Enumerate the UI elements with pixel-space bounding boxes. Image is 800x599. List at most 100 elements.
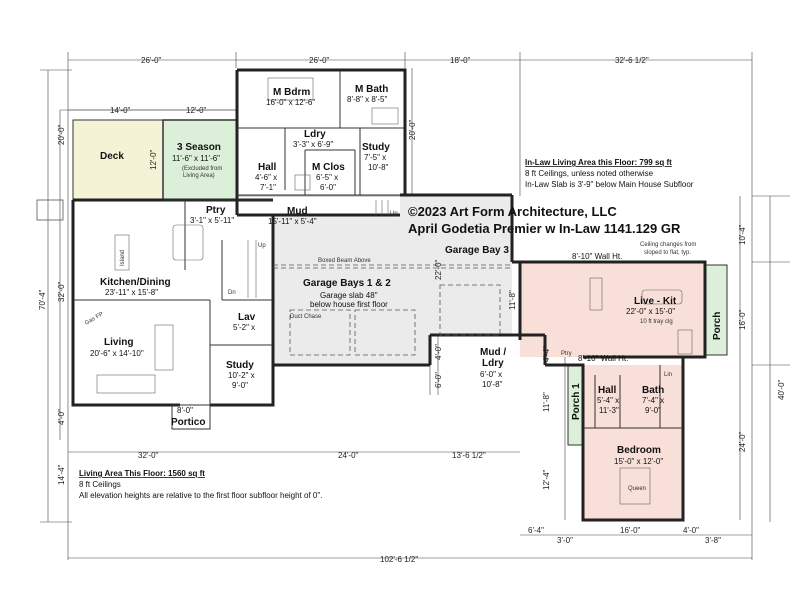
ptry-size: 3'-1" x 5'-11" <box>190 216 234 225</box>
dim-mid-22: 22'-0" <box>434 259 443 280</box>
dim-top-26b: 26'-0" <box>309 56 330 65</box>
study-upper-size2: 10'-8" <box>368 163 389 172</box>
dim-left-70-4: 70'-4" <box>38 289 47 310</box>
ldry-size: 3'-3" x 6'-9" <box>293 140 333 149</box>
dim-bot-4: 4'-0" <box>683 526 699 535</box>
three-season-note1: (Excluded from <box>182 166 222 172</box>
live-kit-note: 10 ft tray clg <box>640 319 673 325</box>
dim-mid-20: 20'-0" <box>408 119 417 140</box>
inlaw-notes-heading: In-Law Living Area this Floor: 799 sq ft <box>525 158 672 167</box>
dim-left-32: 32'-0" <box>57 281 66 302</box>
dim-bot-6-4: 6'-4" <box>528 526 544 535</box>
study-lower-size1: 10'-2" x <box>228 371 255 380</box>
furniture <box>96 77 693 505</box>
mud-ldry-label2: Ldry <box>482 358 504 369</box>
dim-top-12: 12'-0" <box>186 106 207 115</box>
duct-chase-label: Duct Chase <box>290 314 322 320</box>
m-bdrm-size: 16'-0" x 12'-6" <box>266 98 315 107</box>
dim-mid-4a: 4'-0" <box>434 344 443 360</box>
inlaw-live-area <box>520 262 705 357</box>
hall-main-label: Hall <box>258 162 277 173</box>
dimension-labels: 26'-0" 26'-0" 18'-0" 32'-6 1/2" 14'-0" 1… <box>38 56 786 564</box>
living-label: Living <box>104 337 133 348</box>
portico-label: Portico <box>171 417 205 428</box>
lav-label: Lav <box>238 312 256 323</box>
kitchen-label: Kitchen/Dining <box>100 277 171 288</box>
gas-fp-label: Gas FP <box>84 311 105 326</box>
porch-right-area <box>704 264 728 356</box>
dim-right-40: 40'-0" <box>777 379 786 400</box>
ceiling-change-label-1: Ceiling changes from <box>640 242 696 248</box>
three-season-size: 11'-6" x 11'-6" <box>172 154 220 163</box>
deck-steps <box>36 199 64 221</box>
dimension-lines <box>40 52 790 560</box>
ptry-small-label: Ptry <box>561 351 572 357</box>
dim-top-18: 18'-0" <box>450 56 471 65</box>
m-bath-label: M Bath <box>355 84 388 95</box>
ldry-label: Ldry <box>304 129 326 140</box>
live-kit-label: Live - Kit <box>634 296 677 307</box>
m-clos-label: M Clos <box>312 162 345 173</box>
study-upper-label: Study <box>362 142 390 153</box>
walls <box>71 68 707 522</box>
dim-bot-24: 24'-0" <box>338 451 359 460</box>
three-season-label: 3 Season <box>177 142 221 153</box>
dim-bot-3a: 3'-0" <box>557 536 573 545</box>
mud-ldry-size2: 10'-8" <box>482 380 503 389</box>
mud-size: 15'-11" x 5'-4" <box>268 217 317 226</box>
plan-title: April Godetia Premier w In-Law 1141.129 … <box>408 221 681 236</box>
study-lower-label: Study <box>226 360 254 371</box>
three-season-note2: Living Area) <box>183 173 215 179</box>
porch-right-label: Porch <box>712 312 723 340</box>
garage3-label: Garage Bay 3 <box>445 245 509 256</box>
dim-left-14-4: 14'-4" <box>57 464 66 485</box>
garage12-note2: below house first floor <box>310 300 388 309</box>
garage12-note1: Garage slab 48" <box>320 291 378 300</box>
wall-height-label-1: 8'-10" Wall Ht. <box>572 252 622 261</box>
main-notes-heading: Living Area This Floor: 1560 sq ft <box>79 469 205 478</box>
dim-top-32-6: 32'-6 1/2" <box>615 56 649 65</box>
hall-main-size2: 7'-1" <box>260 183 276 192</box>
main-notes-line2: All elevation heights are relative to th… <box>79 491 322 500</box>
study-lower-size2: 9'-0" <box>232 381 248 390</box>
dn-label: Dn <box>228 290 236 296</box>
dim-top-14: 14'-0" <box>110 106 131 115</box>
bath-inlaw-label: Bath <box>642 385 664 396</box>
deck-area <box>72 119 164 201</box>
hall-inlaw-size2: 11'-3" <box>599 406 619 415</box>
dim-top-26a: 26'-0" <box>141 56 162 65</box>
hall-main-size1: 4'-6" x <box>255 173 277 182</box>
up-label-1: Up <box>390 211 398 217</box>
dim-bot-total: 102'-6 1/2" <box>380 555 418 564</box>
dim-bot-13-6: 13'-6 1/2" <box>452 451 486 460</box>
dim-inlaw-4-4: 4'-4" <box>542 346 551 362</box>
portico-size: 8'-0" <box>177 406 193 415</box>
deck-label: Deck <box>100 151 124 162</box>
dim-bot-32: 32'-0" <box>138 451 159 460</box>
ptry-label: Ptry <box>206 205 226 216</box>
wall-height-label-2: 8'-10" Wall Ht. <box>578 354 628 363</box>
live-kit-size: 22'-0" x 15'-0" <box>626 307 675 316</box>
hall-inlaw-label: Hall <box>598 385 617 396</box>
dim-mid-6: 6'-0" <box>434 372 443 388</box>
dim-right-16: 16'-0" <box>738 309 747 330</box>
bedroom-size: 15'-0" x 12'-0" <box>614 457 663 466</box>
lin-label: Lin <box>664 372 672 378</box>
dim-bot-3-8: 3'-8" <box>705 536 721 545</box>
dim-left-4: 4'-0" <box>57 409 66 425</box>
inlaw-notes-line1: 8 ft Ceilings, unless noted otherwise <box>525 169 654 178</box>
dim-bot-16: 16'-0" <box>620 526 641 535</box>
kitchen-size: 23'-11" x 15'-8" <box>105 288 158 297</box>
queen-label: Queen <box>628 486 646 492</box>
garage-area <box>273 195 512 365</box>
hall-inlaw-size1: 5'-4" x <box>597 396 619 405</box>
inlaw-notes-line2: In-Law Slab is 3'-9" below Main House Su… <box>525 180 694 189</box>
m-bath-size: 8'-8" x 8'-5" <box>347 95 387 104</box>
dim-right-24: 24'-0" <box>738 431 747 452</box>
dim-inlaw-12-4: 12'-4" <box>542 469 551 490</box>
dim-inlaw-11-8: 11'-8" <box>542 392 551 412</box>
study-upper-size1: 7'-5" x <box>364 153 386 162</box>
dim-right-10-4: 10'-4" <box>738 224 747 245</box>
mud-ldry-label1: Mud / <box>480 347 506 358</box>
